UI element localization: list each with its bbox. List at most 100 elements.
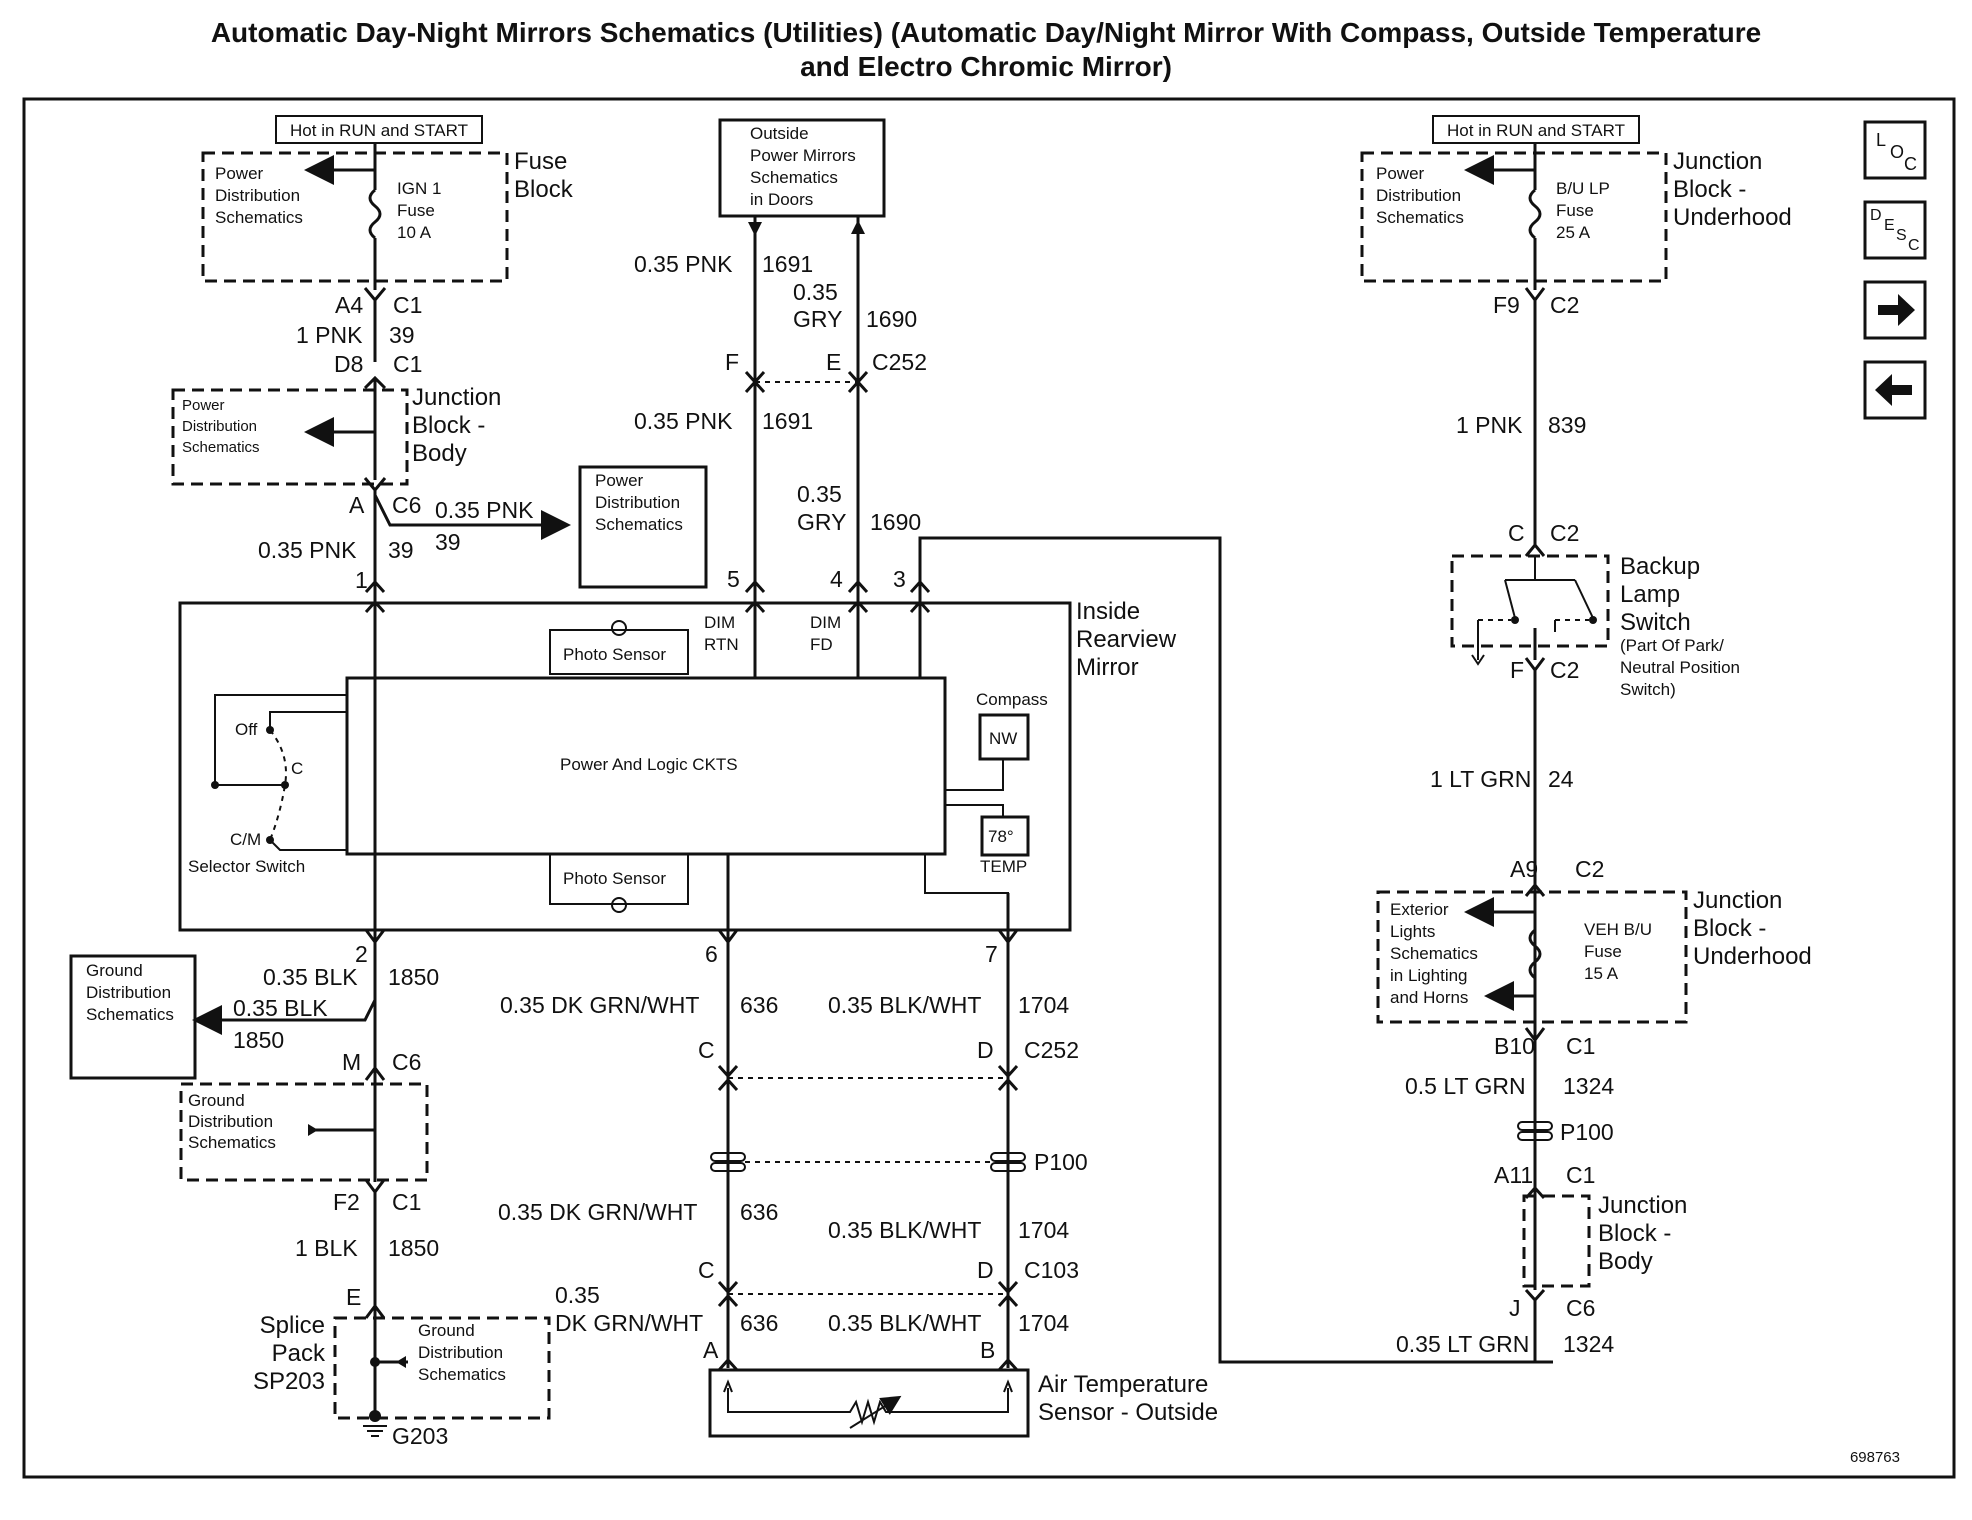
svg-text:D: D bbox=[977, 1257, 994, 1283]
photo-sensor-top: Photo Sensor bbox=[549, 620, 689, 675]
connector-j-c6: J C6 bbox=[1509, 1288, 1595, 1321]
svg-text:1704: 1704 bbox=[1018, 1310, 1069, 1336]
svg-text:Outside: Outside bbox=[750, 124, 809, 143]
svg-text:Distribution: Distribution bbox=[1376, 186, 1461, 205]
sensor-pins: A B bbox=[703, 1337, 1019, 1372]
svg-text:1850: 1850 bbox=[388, 964, 439, 990]
svg-text:Ground: Ground bbox=[188, 1091, 245, 1110]
svg-text:39: 39 bbox=[388, 537, 414, 563]
svg-text:IGN 1: IGN 1 bbox=[397, 179, 441, 198]
svg-text:C1: C1 bbox=[1566, 1162, 1595, 1188]
svg-text:DIM: DIM bbox=[810, 613, 841, 632]
svg-text:C1: C1 bbox=[1566, 1033, 1595, 1059]
ground-g203: G203 bbox=[363, 1410, 448, 1449]
svg-text:10 A: 10 A bbox=[397, 223, 432, 242]
pds-label-right: Power Distribution Schematics bbox=[1376, 164, 1464, 227]
ign1-fuse-label: IGN 1 Fuse 10 A bbox=[397, 179, 441, 242]
splice-pack-dashed bbox=[333, 1316, 551, 1420]
svg-text:A: A bbox=[349, 492, 365, 518]
desc-button[interactable]: D E S C bbox=[1863, 200, 1927, 260]
svg-text:1 LT GRN: 1 LT GRN bbox=[1430, 766, 1531, 792]
svg-text:FD: FD bbox=[810, 635, 833, 654]
inside-rearview-mirror bbox=[178, 601, 1072, 932]
svg-text:S: S bbox=[1896, 227, 1907, 244]
svg-text:C252: C252 bbox=[872, 349, 927, 375]
svg-text:C2: C2 bbox=[1550, 292, 1579, 318]
svg-text:Junction: Junction bbox=[1693, 887, 1782, 914]
svg-text:F9: F9 bbox=[1493, 292, 1520, 318]
svg-text:Distribution: Distribution bbox=[595, 493, 680, 512]
svg-text:Distribution: Distribution bbox=[215, 186, 300, 205]
document-number: 698763 bbox=[1850, 1449, 1900, 1466]
svg-text:0.35 PNK: 0.35 PNK bbox=[634, 251, 733, 277]
svg-text:1 PNK: 1 PNK bbox=[296, 322, 363, 348]
svg-text:D: D bbox=[977, 1037, 994, 1063]
arrow-left-icon bbox=[1875, 374, 1912, 406]
svg-text:Schematics: Schematics bbox=[1376, 208, 1464, 227]
jb-body-label: Junction Block - Body bbox=[412, 384, 501, 467]
svg-text:0.35 DK GRN/WHT: 0.35 DK GRN/WHT bbox=[500, 992, 699, 1018]
selector-labels: Off C C/M Selector Switch bbox=[188, 720, 305, 876]
bu-lp-fuse-label: B/U LP Fuse 25 A bbox=[1556, 179, 1610, 242]
loc-button[interactable]: L O C bbox=[1863, 120, 1927, 180]
wire-1690-top-label: 0.35 GRY 1690 bbox=[793, 279, 917, 332]
previous-button[interactable] bbox=[1863, 360, 1927, 420]
wire-636-a-label: 0.35 DK GRN/WHT 636 bbox=[500, 992, 778, 1018]
svg-text:Splice: Splice bbox=[260, 1312, 325, 1339]
svg-text:Schematics: Schematics bbox=[595, 515, 683, 534]
svg-text:TEMP: TEMP bbox=[980, 857, 1027, 876]
svg-text:Lamp: Lamp bbox=[1620, 581, 1680, 608]
title-line-2: and Electro Chromic Mirror) bbox=[800, 51, 1172, 82]
connector-c252-bottom: C D C252 bbox=[698, 1037, 1079, 1092]
svg-text:1324: 1324 bbox=[1563, 1331, 1614, 1357]
hot-label-right: Hot in RUN and START bbox=[1432, 115, 1640, 144]
exterior-lights-label: Exterior Lights Schematics in Lighting a… bbox=[1390, 900, 1478, 1007]
svg-text:Schematics: Schematics bbox=[750, 168, 838, 187]
svg-text:Switch): Switch) bbox=[1620, 680, 1676, 699]
svg-text:B10: B10 bbox=[1494, 1033, 1535, 1059]
svg-text:Compass: Compass bbox=[976, 690, 1048, 709]
connector-c252-top: F E C252 bbox=[725, 349, 927, 394]
svg-text:Schematics: Schematics bbox=[86, 1005, 174, 1024]
diagram-frame bbox=[22, 97, 1956, 1479]
svg-text:A11: A11 bbox=[1494, 1162, 1533, 1188]
svg-text:C6: C6 bbox=[392, 492, 421, 518]
svg-text:Exterior: Exterior bbox=[1390, 900, 1449, 919]
svg-text:0.35 BLK: 0.35 BLK bbox=[233, 995, 328, 1021]
pds-box-3: Power Distribution Schematics bbox=[578, 465, 708, 589]
svg-text:C: C bbox=[698, 1037, 715, 1063]
svg-text:Photo Sensor: Photo Sensor bbox=[563, 645, 666, 664]
svg-text:1704: 1704 bbox=[1018, 992, 1069, 1018]
svg-text:in Lighting: in Lighting bbox=[1390, 966, 1468, 985]
svg-text:636: 636 bbox=[740, 992, 778, 1018]
svg-text:4: 4 bbox=[830, 566, 843, 592]
wire-1704-a-label: 0.35 BLK/WHT 1704 bbox=[828, 992, 1069, 1018]
svg-text:Block -: Block - bbox=[1693, 915, 1766, 942]
bu-lp-fuse-symbol bbox=[1528, 188, 1542, 240]
veh-bu-fuse-symbol bbox=[1528, 928, 1542, 980]
svg-text:Rearview: Rearview bbox=[1076, 626, 1177, 653]
fuse-block-label: Fuse Block bbox=[514, 148, 574, 203]
svg-text:SP203: SP203 bbox=[253, 1368, 325, 1395]
svg-text:Block -: Block - bbox=[1598, 1220, 1671, 1247]
svg-text:0.35 BLK: 0.35 BLK bbox=[263, 964, 358, 990]
svg-text:A: A bbox=[703, 1337, 719, 1363]
svg-text:Power: Power bbox=[182, 397, 225, 414]
wire-1850-a-label: 0.35 BLK 1850 bbox=[263, 964, 439, 990]
svg-text:E: E bbox=[826, 349, 841, 375]
ground-dist-dashed bbox=[179, 1082, 429, 1182]
dim-rtn-label: DIM RTN bbox=[704, 613, 739, 654]
svg-text:Schematics: Schematics bbox=[188, 1133, 276, 1152]
gds-box-1: Ground Distribution Schematics bbox=[69, 954, 197, 1080]
svg-text:Body: Body bbox=[1598, 1248, 1653, 1275]
wire-24-label: 1 LT GRN 24 bbox=[1430, 766, 1574, 792]
svg-text:C1: C1 bbox=[392, 1189, 421, 1215]
gds-label-2: Ground Distribution Schematics bbox=[188, 1091, 276, 1152]
svg-text:Distribution: Distribution bbox=[86, 983, 171, 1002]
svg-text:39: 39 bbox=[389, 322, 415, 348]
next-button[interactable] bbox=[1863, 280, 1927, 340]
svg-text:0.5 LT GRN: 0.5 LT GRN bbox=[1405, 1073, 1526, 1099]
svg-text:Distribution: Distribution bbox=[188, 1112, 273, 1131]
wire-1704-b-label: 0.35 BLK/WHT 1704 bbox=[828, 1217, 1069, 1243]
